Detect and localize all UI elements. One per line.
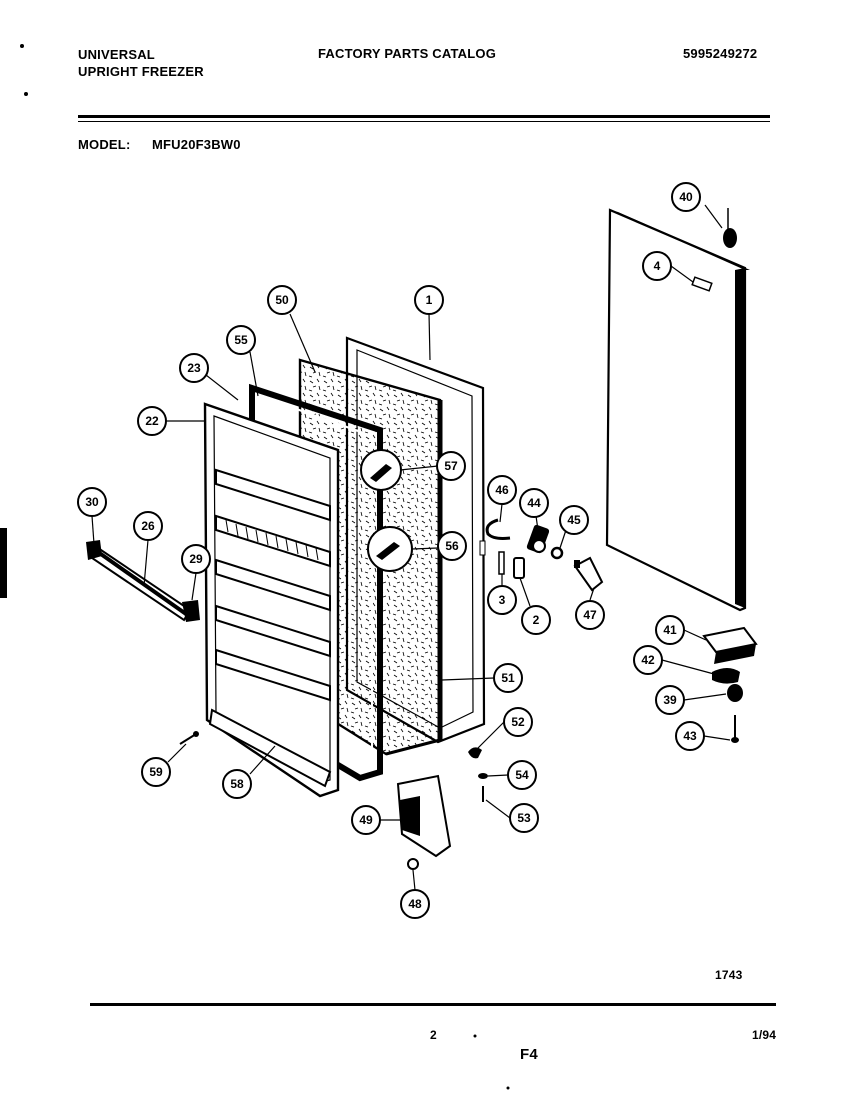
callout-48: 48 [400, 889, 430, 919]
brand-line-2: UPRIGHT FREEZER [78, 64, 204, 79]
callout-54: 54 [507, 760, 537, 790]
catalog-number: 5995249272 [683, 46, 758, 61]
svg-text:50: 50 [275, 293, 289, 307]
svg-text:22: 22 [145, 414, 159, 428]
svg-text:51: 51 [501, 671, 515, 685]
svg-text:46: 46 [495, 483, 509, 497]
speck [506, 1086, 510, 1090]
callout-3: 3 [487, 585, 517, 615]
bottom-trim [208, 708, 332, 788]
svg-text:4: 4 [654, 259, 661, 273]
svg-text:30: 30 [85, 495, 99, 509]
inner-door-liner [203, 402, 340, 798]
figure-code: F4 [520, 1046, 538, 1063]
svg-text:57: 57 [444, 459, 458, 473]
svg-text:43: 43 [683, 729, 697, 743]
speck [20, 44, 24, 48]
callout-53: 53 [509, 803, 539, 833]
brand-line-1: UNIVERSAL [78, 47, 155, 62]
door-handle [86, 540, 200, 622]
page-number: 2 [430, 1028, 437, 1042]
callout-40: 40 [671, 182, 701, 212]
brand-label: UNIVERSAL UPRIGHT FREEZER [78, 46, 204, 80]
svg-text:39: 39 [663, 693, 677, 707]
screw-59 [179, 731, 199, 745]
detail-circle-56 [367, 526, 413, 572]
svg-text:2: 2 [533, 613, 540, 627]
model-number: MFU20F3BW0 [152, 137, 241, 152]
leader-lines [91, 204, 731, 891]
svg-text:23: 23 [187, 361, 201, 375]
callout-30: 30 [77, 487, 107, 517]
callout-22: 22 [137, 406, 167, 436]
callouts: 40 4 50 1 55 23 22 57 46 44 45 30 26 29 … [77, 182, 705, 919]
hinge-bracket [702, 626, 758, 743]
hinge-small-parts [468, 747, 488, 802]
callout-58: 58 [222, 769, 252, 799]
detail-circle-57 [360, 449, 402, 491]
svg-text:54: 54 [515, 768, 529, 782]
svg-text:47: 47 [583, 608, 597, 622]
drawing-code: 1743 [715, 968, 743, 982]
header-rule-top [78, 115, 770, 118]
catalog-title: FACTORY PARTS CATALOG [318, 46, 497, 61]
svg-text:45: 45 [567, 513, 581, 527]
svg-text:53: 53 [517, 811, 531, 825]
footer-rule [90, 1003, 776, 1006]
callout-49: 49 [351, 805, 381, 835]
speck [473, 1034, 477, 1038]
callout-46: 46 [487, 475, 517, 505]
svg-text:52: 52 [511, 715, 525, 729]
svg-text:56: 56 [445, 539, 459, 553]
callout-56: 56 [437, 531, 467, 561]
svg-text:3: 3 [499, 593, 506, 607]
callout-47: 47 [575, 600, 605, 630]
callout-41: 41 [655, 615, 685, 645]
date-code: 1/94 [752, 1028, 777, 1042]
callout-23: 23 [179, 353, 209, 383]
callout-44: 44 [519, 488, 549, 518]
callout-43: 43 [675, 721, 705, 751]
svg-text:44: 44 [527, 496, 541, 510]
callout-57: 57 [436, 451, 466, 481]
header-rule-bottom [78, 121, 770, 122]
svg-text:41: 41 [663, 623, 677, 637]
svg-text:58: 58 [230, 777, 244, 791]
callout-1: 1 [414, 285, 444, 315]
scan-edge-mark [0, 528, 7, 598]
callout-55: 55 [226, 325, 256, 355]
callout-39: 39 [655, 685, 685, 715]
callout-26: 26 [133, 511, 163, 541]
callout-45: 45 [559, 505, 589, 535]
callout-42: 42 [633, 645, 663, 675]
outer-door-panel [605, 208, 750, 612]
callout-29: 29 [181, 544, 211, 574]
callout-50: 50 [267, 285, 297, 315]
svg-text:48: 48 [408, 897, 422, 911]
model-label: MODEL: [78, 137, 131, 152]
svg-text:55: 55 [234, 333, 248, 347]
speck [24, 92, 28, 96]
callout-59: 59 [141, 757, 171, 787]
callout-52: 52 [503, 707, 533, 737]
svg-text:1: 1 [426, 293, 433, 307]
svg-text:40: 40 [679, 190, 693, 204]
svg-text:26: 26 [141, 519, 155, 533]
callout-51: 51 [493, 663, 523, 693]
screw-40 [723, 208, 737, 248]
lock-assembly [485, 518, 604, 592]
svg-text:42: 42 [641, 653, 655, 667]
callout-4: 4 [642, 251, 672, 281]
hinge-cover [396, 774, 452, 870]
svg-text:59: 59 [149, 765, 163, 779]
callout-2: 2 [521, 605, 551, 635]
svg-text:29: 29 [189, 552, 203, 566]
svg-text:49: 49 [359, 813, 373, 827]
